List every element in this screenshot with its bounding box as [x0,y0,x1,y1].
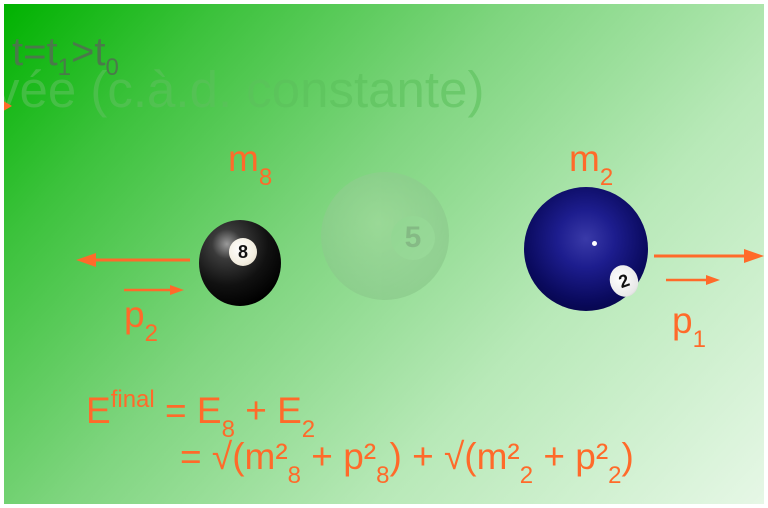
momentum-label-p2: p2 [124,294,158,348]
ghost-arrow-icon [4,98,12,114]
energy-plus-E2: + E [234,390,302,431]
ball-8-number: 8 [229,238,257,266]
right-motion-arrow-icon [654,249,764,263]
ball-2: 2 [524,187,648,311]
energy-sub2: 2 [301,416,316,443]
time-label-gt: >t [70,30,106,74]
energy-line2-plus-p2: + p² [533,436,609,477]
ball-2-highlight [592,241,597,246]
mass-8-sub: 8 [258,164,273,191]
momentum-p2-symbol: p [124,294,145,335]
momentum-p1-symbol: p [672,300,693,341]
energy-equation-line1: Efinal = E8 + E2 [86,386,315,444]
mass-8-symbol: m [228,138,259,179]
ball-8: 8 [199,220,281,306]
energy-line2-close: ) [621,436,634,477]
ball-5: 5 [321,172,449,300]
energy-line2-plus-p: + p² [301,436,377,477]
p1-vector-arrow-icon [666,275,720,285]
time-label-t: t=t [12,30,58,74]
time-label: t=t1>t0 [12,30,119,82]
p2-vector-arrow-icon [124,285,184,295]
mass-label-8: m8 [228,138,272,192]
energy-eq-E8: = E [154,390,222,431]
energy-line2-sub-a: 8 [287,462,302,489]
left-motion-arrow-icon [76,253,190,267]
energy-line2-mid: ) + √(m² [389,436,520,477]
momentum-p1-sub: 1 [692,326,706,353]
energy-line2-eq: = √(m² [180,436,288,477]
energy-sub8: 8 [221,416,235,443]
energy-E: E [86,390,111,431]
mass-2-symbol: m [569,138,600,179]
energy-equation-line2: = √(m²8 + p²8) + √(m²2 + p²2) [180,436,634,490]
mass-label-2: m2 [569,138,613,192]
time-label-sub0: 0 [105,54,119,81]
momentum-p2-sub: 2 [144,320,158,347]
energy-line2-sub-b: 8 [376,462,390,489]
arrows-overlay [76,249,764,295]
ghost-title: vée (c.à.d. constante) [4,61,485,118]
energy-line2-sub-d: 2 [608,462,622,489]
momentum-label-p1: p1 [672,300,706,354]
energy-final-sup: final [110,386,155,413]
slide: vée (c.à.d. constante) t=t1>t0 m8 m2 5 8… [4,4,764,504]
ball-5-number: 5 [391,216,435,260]
energy-line2-sub-c: 2 [519,462,534,489]
mass-2-sub: 2 [599,164,614,191]
time-label-sub1: 1 [57,54,71,81]
